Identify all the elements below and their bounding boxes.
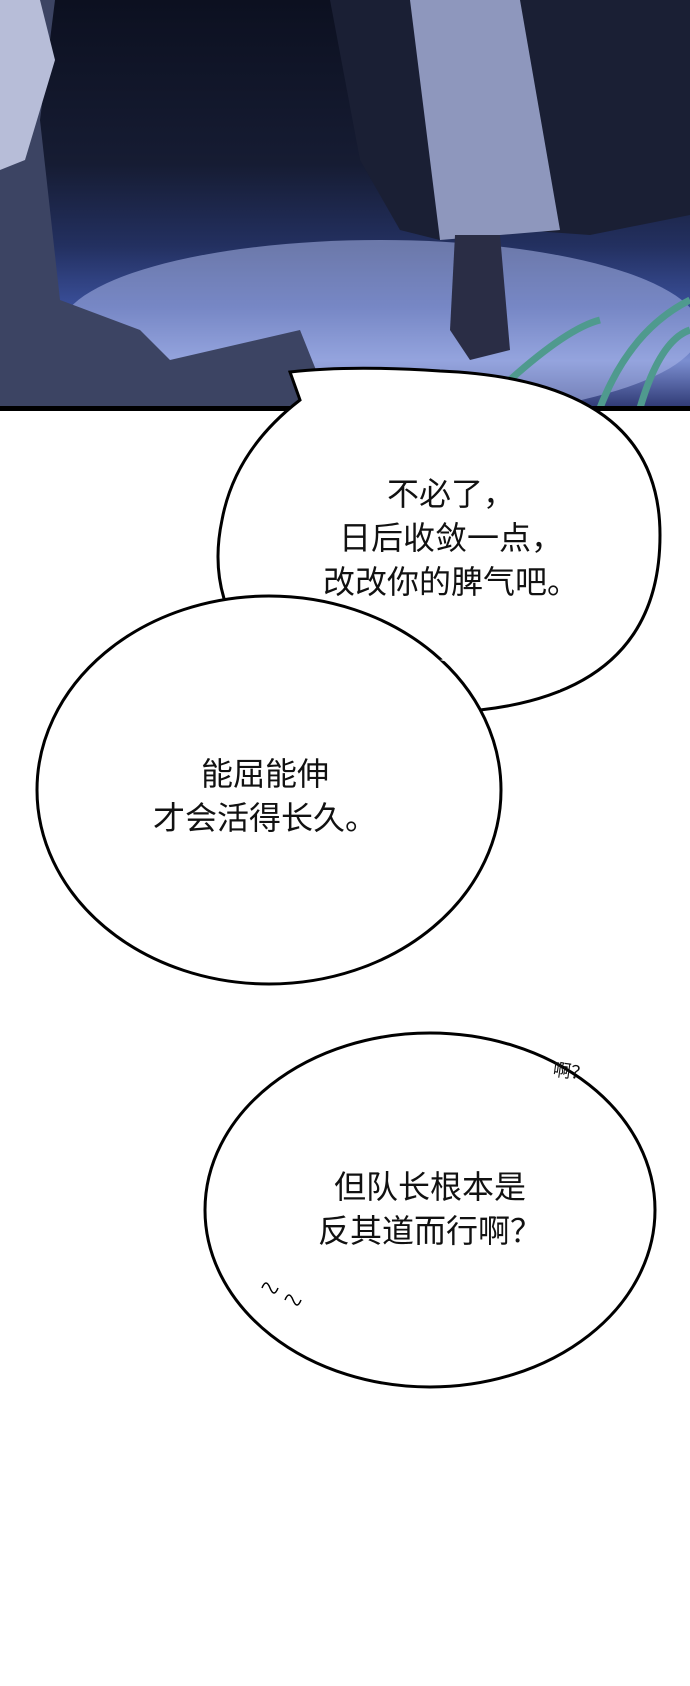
- bubble-1-text: 不必了， 日后收敛一点， 改改你的脾气吧。: [323, 472, 579, 604]
- comic-panel-night-scene: [0, 0, 690, 410]
- speech-bubble-2: [35, 594, 503, 986]
- speech-bubble-3: [203, 1031, 657, 1389]
- bubble-line: 才会活得长久。: [152, 799, 378, 837]
- sfx-text: 啊？: [551, 1059, 591, 1086]
- bubble-line: 但队长根本是: [333, 1168, 527, 1206]
- bubble-line: 改改你的脾气吧。: [322, 563, 580, 601]
- bubble-line: 不必了，: [386, 475, 516, 513]
- bubble-3-text: 但队长根本是 反其道而行啊？: [318, 1165, 542, 1253]
- bubble-line: 反其道而行啊？: [317, 1212, 543, 1250]
- bubble-line: 日后收敛一点，: [338, 519, 564, 557]
- bubble-2-text: 能屈能伸 才会活得长久。: [153, 752, 377, 840]
- scene-illustration: [0, 0, 690, 410]
- squiggle-mark: [261, 1282, 302, 1306]
- bubble-line: 能屈能伸: [200, 755, 330, 793]
